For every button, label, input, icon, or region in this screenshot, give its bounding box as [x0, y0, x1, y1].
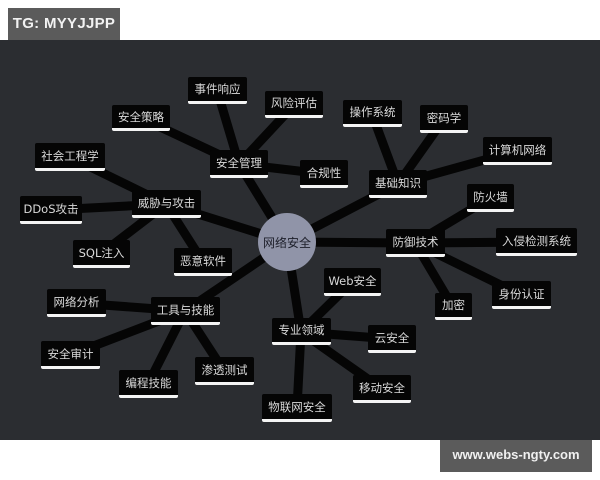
leaf-node[interactable]: 风险评估	[265, 91, 323, 118]
node-label: DDoS攻击	[23, 201, 79, 216]
node-label: 社会工程学	[41, 148, 99, 163]
node-label: 计算机网络	[488, 142, 547, 157]
node-label: 合规性	[306, 165, 342, 180]
leaf-node[interactable]: 事件响应	[188, 77, 247, 104]
node-label: 安全策略	[118, 109, 164, 124]
branch-node-security-management[interactable]: 安全管理	[210, 150, 268, 178]
branch-node-tools-skills[interactable]: 工具与技能	[151, 297, 220, 325]
leaf-node[interactable]: 云安全	[368, 325, 416, 353]
node-label: 事件响应	[194, 82, 241, 96]
leaf-node[interactable]: 合规性	[300, 160, 348, 188]
leaf-node[interactable]: 移动安全	[353, 375, 411, 403]
node-label: 风险评估	[271, 96, 317, 110]
node-label: 操作系统	[349, 105, 396, 119]
leaf-node[interactable]: 社会工程学	[35, 143, 105, 171]
leaf-node[interactable]: 防火墙	[467, 184, 514, 212]
leaf-node[interactable]: DDoS攻击	[20, 196, 82, 224]
branch-node-fundamentals[interactable]: 基础知识	[369, 170, 427, 198]
node-label: 物联网安全	[268, 399, 326, 414]
leaf-node[interactable]: 安全策略	[112, 105, 170, 131]
node-label: 云安全	[374, 330, 410, 345]
website-watermark: www.webs-ngty.com	[440, 440, 592, 472]
leaf-node[interactable]: 计算机网络	[483, 137, 552, 165]
node-label: 专业领域	[278, 323, 325, 337]
node-label: 恶意软件	[180, 253, 226, 268]
node-label: SQL注入	[78, 245, 125, 260]
node-label: 入侵检测系统	[502, 233, 571, 248]
center-node-label: 网络安全	[262, 235, 311, 250]
leaf-node[interactable]: SQL注入	[73, 240, 130, 268]
node-label: 安全管理	[216, 155, 262, 170]
branch-node-specialized-fields[interactable]: 专业领域	[272, 318, 331, 345]
node-label: 基础知识	[375, 175, 421, 190]
node-label: 网络分析	[53, 294, 100, 309]
leaf-node[interactable]: 操作系统	[343, 100, 402, 127]
node-label: 密码学	[426, 110, 462, 125]
leaf-node[interactable]: 恶意软件	[174, 248, 232, 276]
node-label: 安全审计	[47, 346, 94, 361]
node-label: 渗透测试	[201, 362, 248, 377]
node-label: 防火墙	[473, 189, 508, 204]
node-label: 威胁与攻击	[137, 195, 196, 210]
mindmap-canvas: 网络安全 安全管理 安全策略 事件响应 风险评估 合规性 基础知识 操作系统 密…	[0, 40, 600, 440]
leaf-node[interactable]: 身份认证	[492, 281, 551, 309]
leaf-node[interactable]: 网络分析	[47, 289, 106, 317]
tg-tag-label: TG: MYYJJPP	[8, 8, 120, 40]
leaf-node[interactable]: 安全审计	[41, 341, 100, 369]
node-label: 防御技术	[392, 234, 439, 249]
leaf-node[interactable]: 物联网安全	[262, 394, 332, 422]
node-label: Web安全	[328, 273, 377, 288]
leaf-node[interactable]: 加密	[435, 293, 472, 320]
node-label: 加密	[442, 298, 465, 312]
node-label: 身份认证	[498, 286, 545, 301]
leaf-node[interactable]: 入侵检测系统	[496, 228, 577, 256]
leaf-node[interactable]: Web安全	[324, 268, 381, 296]
branch-node-threats-attacks[interactable]: 威胁与攻击	[132, 190, 201, 218]
node-label: 移动安全	[359, 380, 405, 395]
leaf-node[interactable]: 渗透测试	[195, 357, 254, 385]
center-node[interactable]: 网络安全	[258, 213, 316, 271]
leaf-node[interactable]: 密码学	[420, 105, 468, 133]
node-label: 编程技能	[125, 375, 172, 390]
leaf-node[interactable]: 编程技能	[119, 370, 178, 398]
node-label: 工具与技能	[156, 302, 215, 317]
branch-node-defense-tech[interactable]: 防御技术	[386, 229, 445, 257]
